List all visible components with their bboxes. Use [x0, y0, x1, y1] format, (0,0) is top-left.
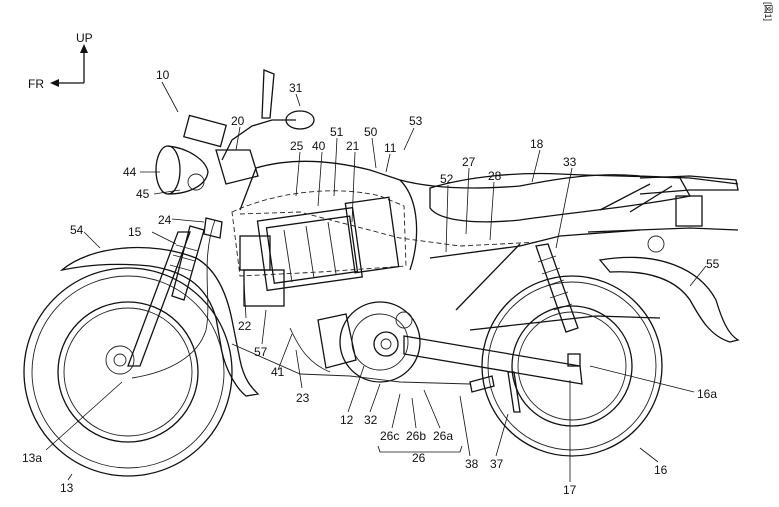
- label-37: 37: [490, 457, 504, 471]
- label-50: 50: [364, 125, 378, 139]
- headlight-assembly: [155, 114, 227, 195]
- swing-arm: [403, 335, 583, 385]
- label-26c: 26c: [380, 429, 399, 443]
- up-label: UP: [76, 31, 93, 45]
- seat: [429, 172, 692, 223]
- leader-lines: [45, 81, 707, 482]
- label-17: 17: [563, 483, 577, 497]
- front-fender: [59, 246, 260, 397]
- rear-shock-absorber: [535, 243, 579, 333]
- label-45: 45: [136, 187, 150, 201]
- lower-frame-pipe: [231, 343, 471, 385]
- label-24: 24: [158, 213, 172, 227]
- side-stand: [469, 371, 521, 413]
- rear-fender: [598, 256, 740, 343]
- label-40: 40: [312, 139, 326, 153]
- label-15: 15: [128, 225, 142, 239]
- label-26a: 26a: [433, 429, 453, 443]
- drive-motor: [317, 301, 421, 383]
- label-44: 44: [123, 165, 137, 179]
- label-55: 55: [706, 257, 720, 271]
- label-41: 41: [271, 365, 285, 379]
- label-38: 38: [465, 457, 479, 471]
- label-57: 57: [254, 345, 268, 359]
- label-31: 31: [289, 81, 303, 95]
- figure-tag: [図1]: [763, 2, 773, 21]
- battery-unit: [231, 190, 407, 307]
- label-32: 32: [364, 413, 378, 427]
- label-26: 26: [412, 451, 426, 465]
- label-10: 10: [156, 68, 170, 82]
- label-52: 52: [440, 172, 454, 186]
- label-28: 28: [488, 169, 502, 183]
- label-26b: 26b: [406, 429, 426, 443]
- rear-carrier: [639, 175, 739, 253]
- label-27: 27: [462, 155, 476, 169]
- vehicle-frame: [239, 160, 739, 331]
- label-21: 21: [346, 139, 360, 153]
- label-20: 20: [231, 114, 245, 128]
- label-13a: 13a: [22, 451, 42, 465]
- label-16: 16: [654, 463, 668, 477]
- label-11: 11: [384, 141, 397, 155]
- label-22: 22: [238, 319, 252, 333]
- label-12: 12: [340, 413, 354, 427]
- orientation-indicator: UP FR: [28, 31, 93, 91]
- label-33: 33: [563, 155, 577, 169]
- label-13: 13: [60, 481, 74, 495]
- label-23: 23: [296, 391, 310, 405]
- front-wheel: [23, 267, 233, 477]
- reference-numerals: 10 31 53 20 51 50 11 18 25 40 21 27 33 4…: [22, 68, 720, 497]
- label-54: 54: [70, 223, 84, 237]
- label-53: 53: [409, 114, 423, 128]
- control-cable: [289, 327, 331, 373]
- label-25: 25: [290, 139, 304, 153]
- label-18: 18: [530, 137, 544, 151]
- rear-wheel: [481, 275, 663, 457]
- charging-harness: [239, 211, 541, 247]
- handlebar: [203, 69, 315, 239]
- front-label: FR: [28, 77, 44, 91]
- front-fork: [127, 225, 205, 367]
- front-brake-hose: [131, 219, 216, 379]
- label-16a: 16a: [697, 387, 717, 401]
- label-51: 51: [330, 125, 344, 139]
